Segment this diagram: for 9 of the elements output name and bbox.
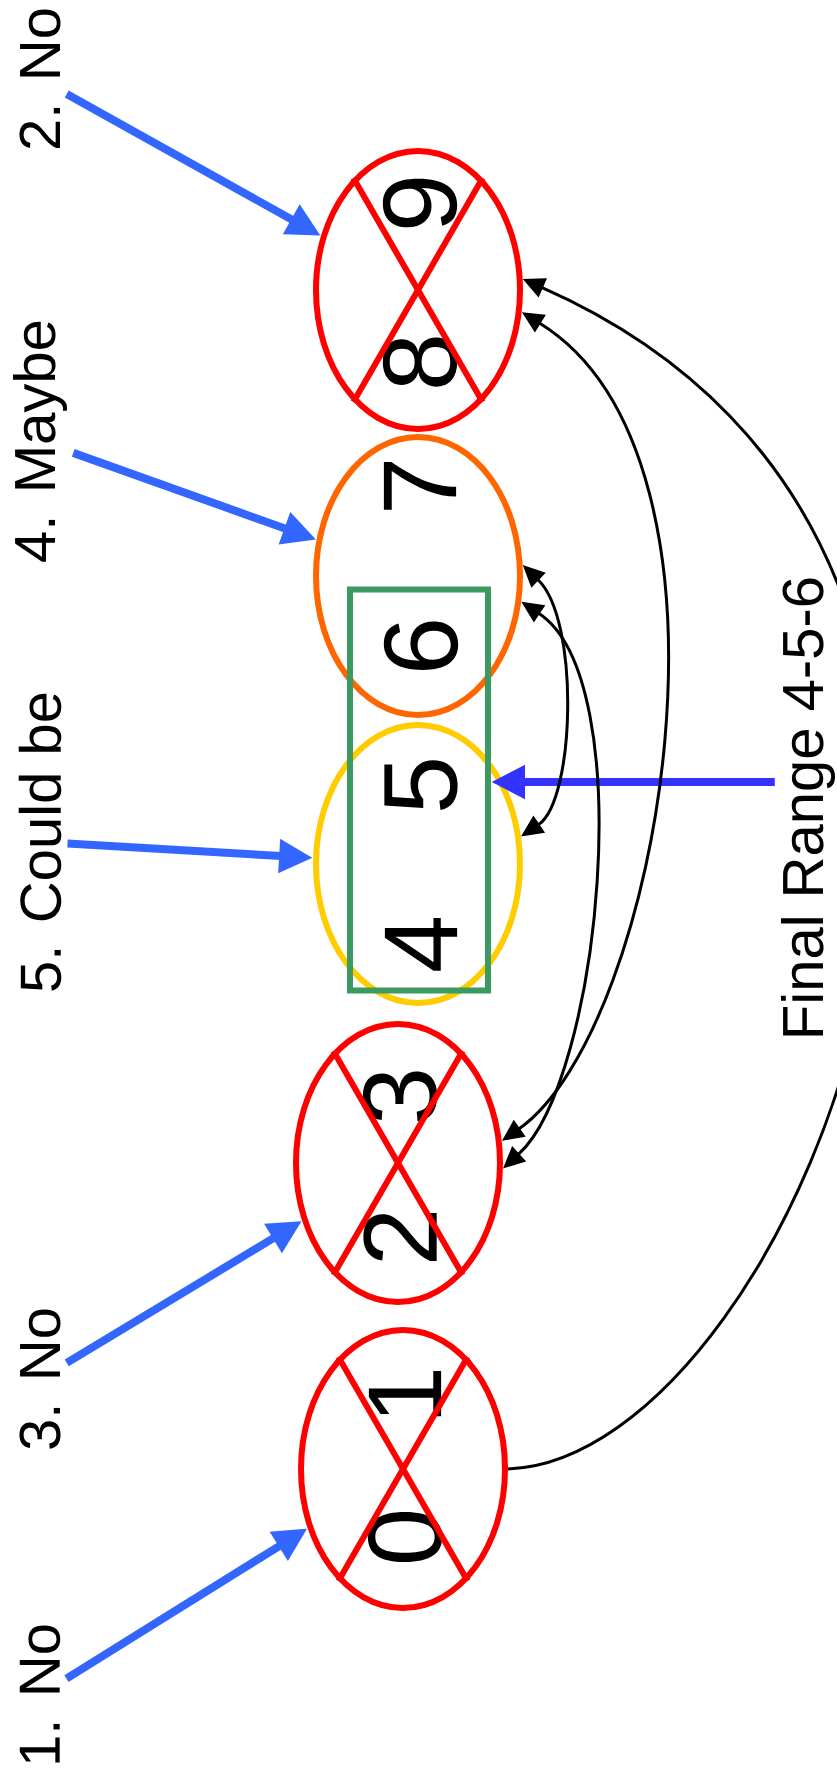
rectangle-frame: 6 5 4 [347, 586, 491, 994]
text-label: 4. Maybe [12, 321, 67, 562]
arrow [507, 278, 837, 1471]
text-label: 3. No [19, 1309, 61, 1449]
text-label: 1. No [19, 1625, 61, 1763]
text-label: 5. Could be [18, 693, 62, 991]
text-label: 2. No [19, 9, 61, 149]
text-label: Final Range 4-5-6 [780, 578, 835, 1036]
ellipse [313, 722, 523, 1006]
